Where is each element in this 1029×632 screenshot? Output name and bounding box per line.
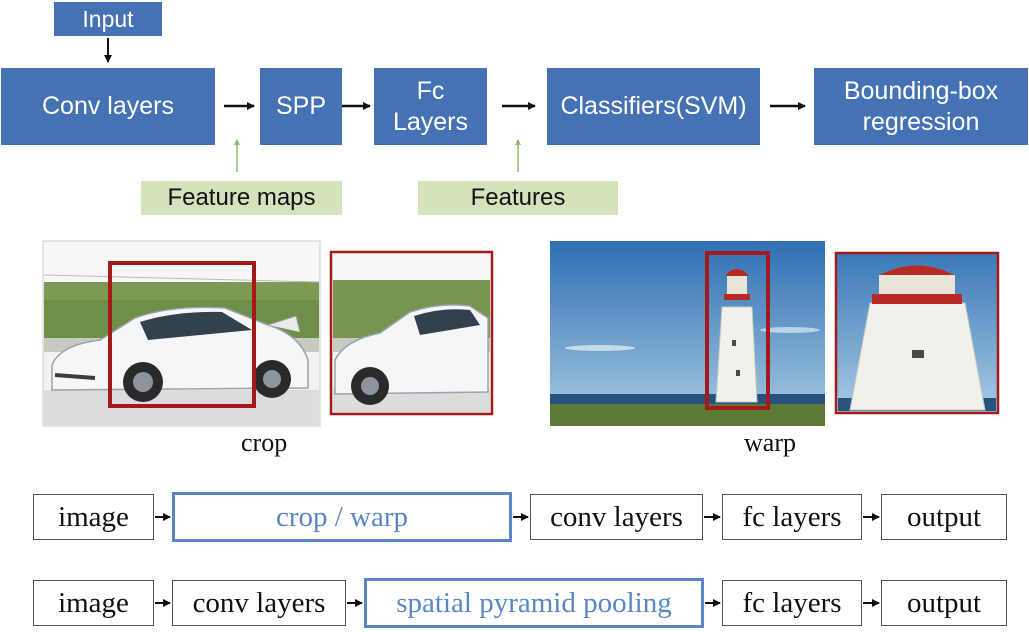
classifiers-label: Classifiers(SVM) (560, 92, 747, 120)
feature-maps-label: Feature maps (167, 184, 316, 211)
classifiers-box: Classifiers(SVM) (547, 68, 760, 145)
input-box: Input (54, 2, 162, 36)
lighthouse-photo-warped (834, 251, 1000, 415)
pipeline2-conv-layers: conv layers (172, 580, 346, 626)
lighthouse-photo-full (550, 241, 825, 426)
pipeline2-output: output (881, 580, 1007, 626)
car-photo-cropped (329, 250, 494, 416)
bbox-regression-label: Bounding-box regression (843, 76, 999, 136)
fc-layers-label: Fc Layers (392, 76, 469, 136)
input-label: Input (82, 5, 134, 32)
spp-label: SPP (275, 92, 327, 120)
pipeline2-fc-layers: fc layers (722, 580, 862, 626)
pipeline1-fc-layers: fc layers (722, 494, 862, 540)
crop-region-box (108, 261, 256, 408)
conv-layers-box: Conv layers (1, 68, 215, 145)
car-photo-full (42, 240, 321, 427)
pipeline1-conv-layers: conv layers (530, 494, 703, 540)
bbox-regression-box: Bounding-box regression (814, 68, 1028, 145)
pipeline2-image: image (33, 580, 154, 626)
fc-layers-box: Fc Layers (374, 68, 487, 145)
warp-region-box (705, 251, 770, 410)
features-label: Features (470, 184, 566, 211)
pipeline1-image: image (33, 494, 154, 540)
warp-caption: warp (744, 428, 796, 457)
spp-box: SPP (260, 68, 342, 145)
pipeline2-spatial-pyramid-pooling: spatial pyramid pooling (364, 578, 704, 628)
pipeline1-crop-warp: crop / warp (172, 492, 512, 542)
features-label-box: Features (418, 181, 618, 215)
pipeline1-output: output (881, 494, 1007, 540)
crop-caption: crop (241, 428, 288, 457)
feature-maps-label-box: Feature maps (141, 181, 342, 215)
conv-layers-label: Conv layers (42, 92, 174, 120)
